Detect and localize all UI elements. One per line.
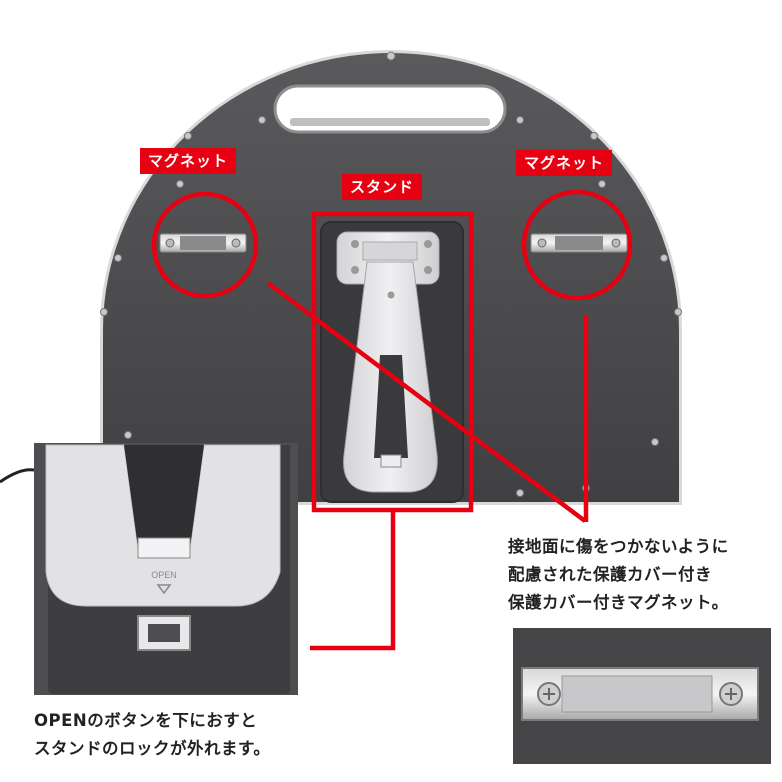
caption-right-line3: 保護カバー付きマグネット。	[508, 593, 729, 612]
magnet-plate-right	[530, 233, 628, 253]
highlight-circle-right	[521, 189, 633, 301]
inset-magnet-photo	[513, 628, 771, 764]
inset-open-text: OPEN	[151, 570, 177, 580]
caption-left: OPENのボタンを下におすと スタンドのロックが外れます。	[34, 707, 270, 763]
caption-left-line1: OPENのボタンを下におすと	[34, 711, 258, 730]
label-magnet-right: マグネット	[516, 150, 613, 176]
caption-right-line2: 配慮された保護カバー付き	[508, 565, 712, 584]
caption-right: 接地面に傷をつかないように 配慮された保護カバー付き 保護カバー付きマグネット。	[508, 533, 729, 617]
stand	[320, 221, 464, 503]
caption-right-line1: 接地面に傷をつかないように	[508, 537, 729, 556]
label-stand: スタンド	[342, 174, 423, 200]
label-magnet-left: マグネット	[140, 148, 237, 174]
highlight-circle-left	[151, 191, 259, 299]
leader-lines	[266, 281, 589, 651]
caption-left-line2: スタンドのロックが外れます。	[34, 739, 271, 758]
inset-open-photo: OPEN	[0, 443, 298, 695]
magnet-plate-left	[159, 233, 247, 253]
